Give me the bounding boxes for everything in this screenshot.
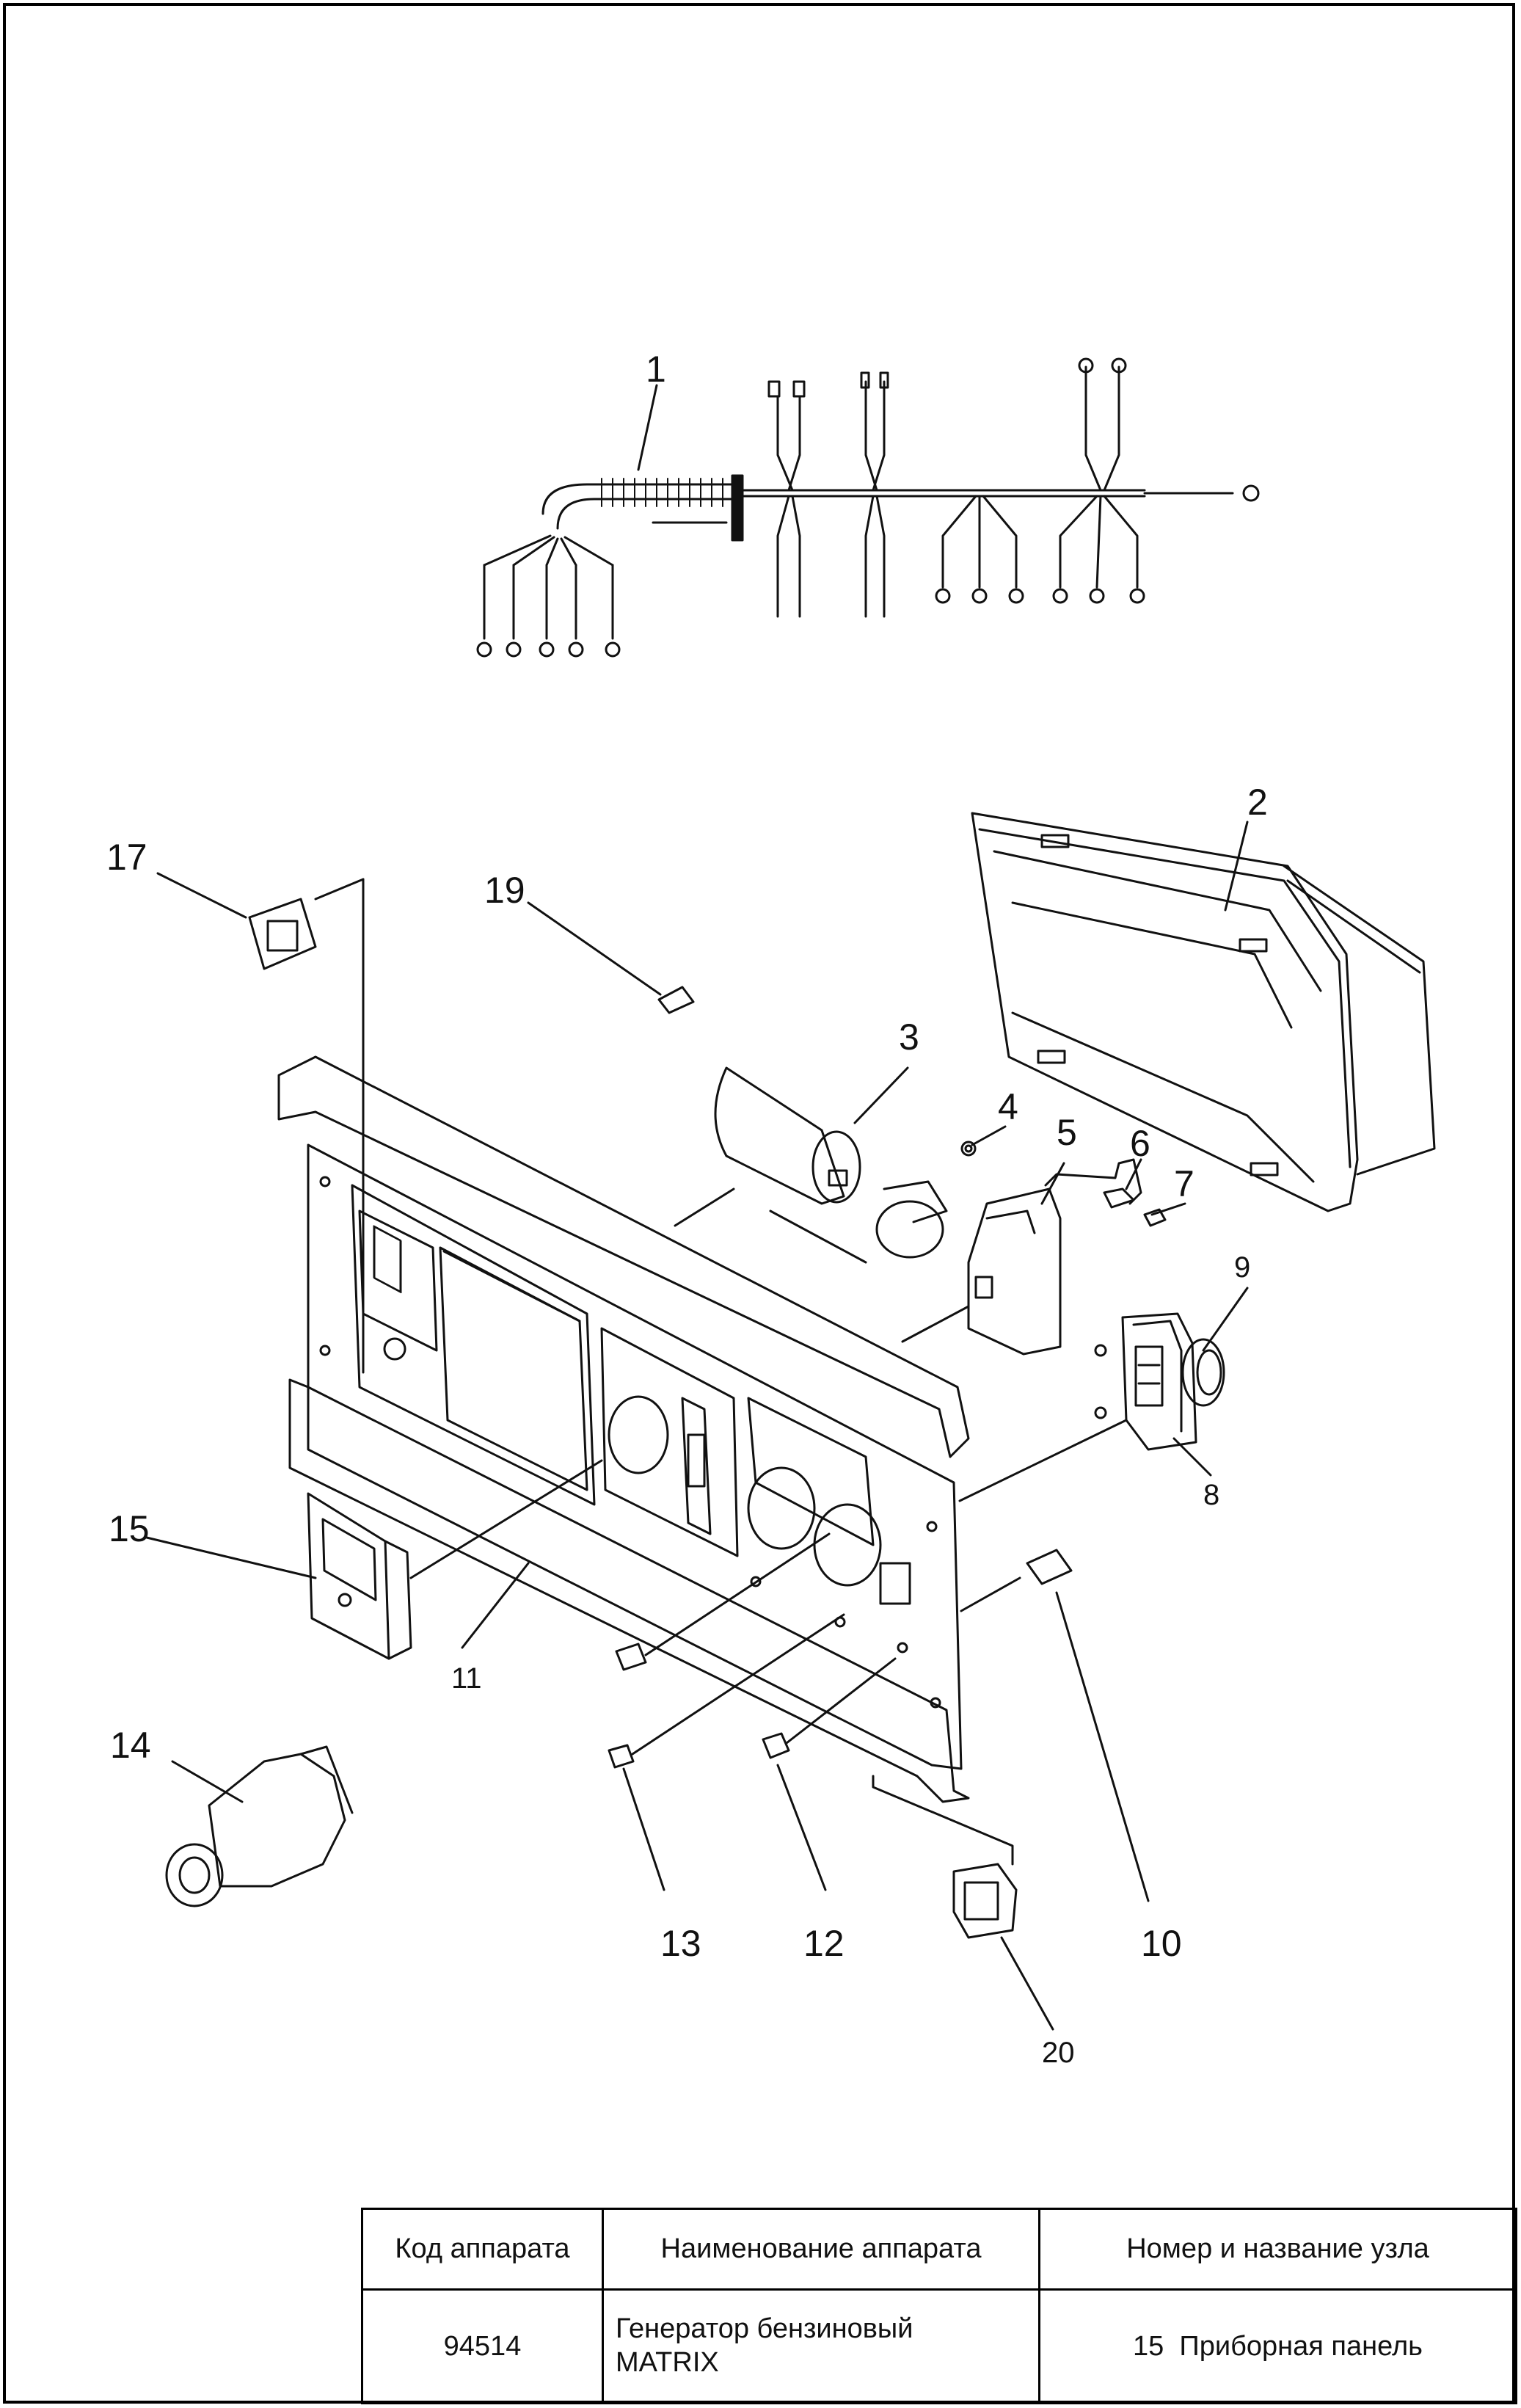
switch-part: [248, 878, 365, 1374]
callout-17: 17: [106, 837, 147, 878]
callout-5: 5: [1057, 1112, 1077, 1153]
callout-9: 9: [1234, 1251, 1250, 1284]
plug-part: [165, 1745, 354, 1907]
capacitor-part: [674, 1066, 977, 1264]
callout-4: 4: [998, 1086, 1018, 1127]
exploded-parts-diagram: 1 2 3 4 5 6 7 8 9 10 11 12 13 14 15 17 1…: [106, 349, 1436, 2069]
leader-lines: [145, 384, 1249, 2031]
callout-7: 7: [1174, 1163, 1194, 1204]
header-device-name: Наименование аппарата: [602, 2208, 1040, 2291]
unit-name-value: 15 Приборная панель: [1038, 2288, 1517, 2404]
device-name-value: Генератор бензиновый MATRIX: [602, 2288, 1040, 2404]
callout-3: 3: [899, 1016, 919, 1058]
title-block-header-row: Код аппарата Наименование аппарата Номер…: [361, 2208, 1517, 2291]
small-screw-part: [657, 986, 695, 1014]
meter-part: [307, 1459, 603, 1660]
header-device-code: Код аппарата: [361, 2208, 604, 2291]
callout-20: 20: [1042, 2037, 1075, 2069]
callout-labels: 1 2 3 4 5 6 7 8 9 10 11 12 13 14 15 17 1…: [106, 349, 1268, 2069]
callout-13: 13: [660, 1923, 701, 1964]
title-block-value-row: 94514 Генератор бензиновый MATRIX 15 При…: [361, 2288, 1517, 2404]
instrument-panel-part: [277, 1055, 970, 1803]
callout-15: 15: [109, 1508, 150, 1549]
callout-12: 12: [803, 1923, 845, 1964]
callout-8: 8: [1203, 1479, 1219, 1511]
callout-11: 11: [451, 1662, 482, 1695]
connector-part: [872, 1775, 1018, 1939]
title-block-table: Код аппарата Наименование аппарата Номер…: [361, 2208, 1517, 2404]
callout-14: 14: [110, 1725, 151, 1766]
callout-2: 2: [1247, 782, 1268, 823]
bracket-part: [1044, 1158, 1167, 1227]
callout-10: 10: [1141, 1923, 1182, 1964]
outlet-socket-part: [958, 1312, 1225, 1502]
callout-1: 1: [646, 349, 666, 390]
device-code-value: 94514: [361, 2288, 604, 2404]
panel-frame-part: [971, 812, 1436, 1212]
header-unit-name: Номер и название узла: [1038, 2208, 1517, 2291]
callout-6: 6: [1130, 1123, 1150, 1164]
device-name-line1: Генератор бензиновый: [616, 2313, 913, 2345]
wiring-harness-part: [476, 357, 1260, 658]
circuit-breaker-part: [901, 1187, 1062, 1356]
fasteners-part: [608, 1532, 1073, 1769]
device-name-line2: MATRIX: [616, 2347, 719, 2378]
callout-19: 19: [484, 870, 525, 911]
